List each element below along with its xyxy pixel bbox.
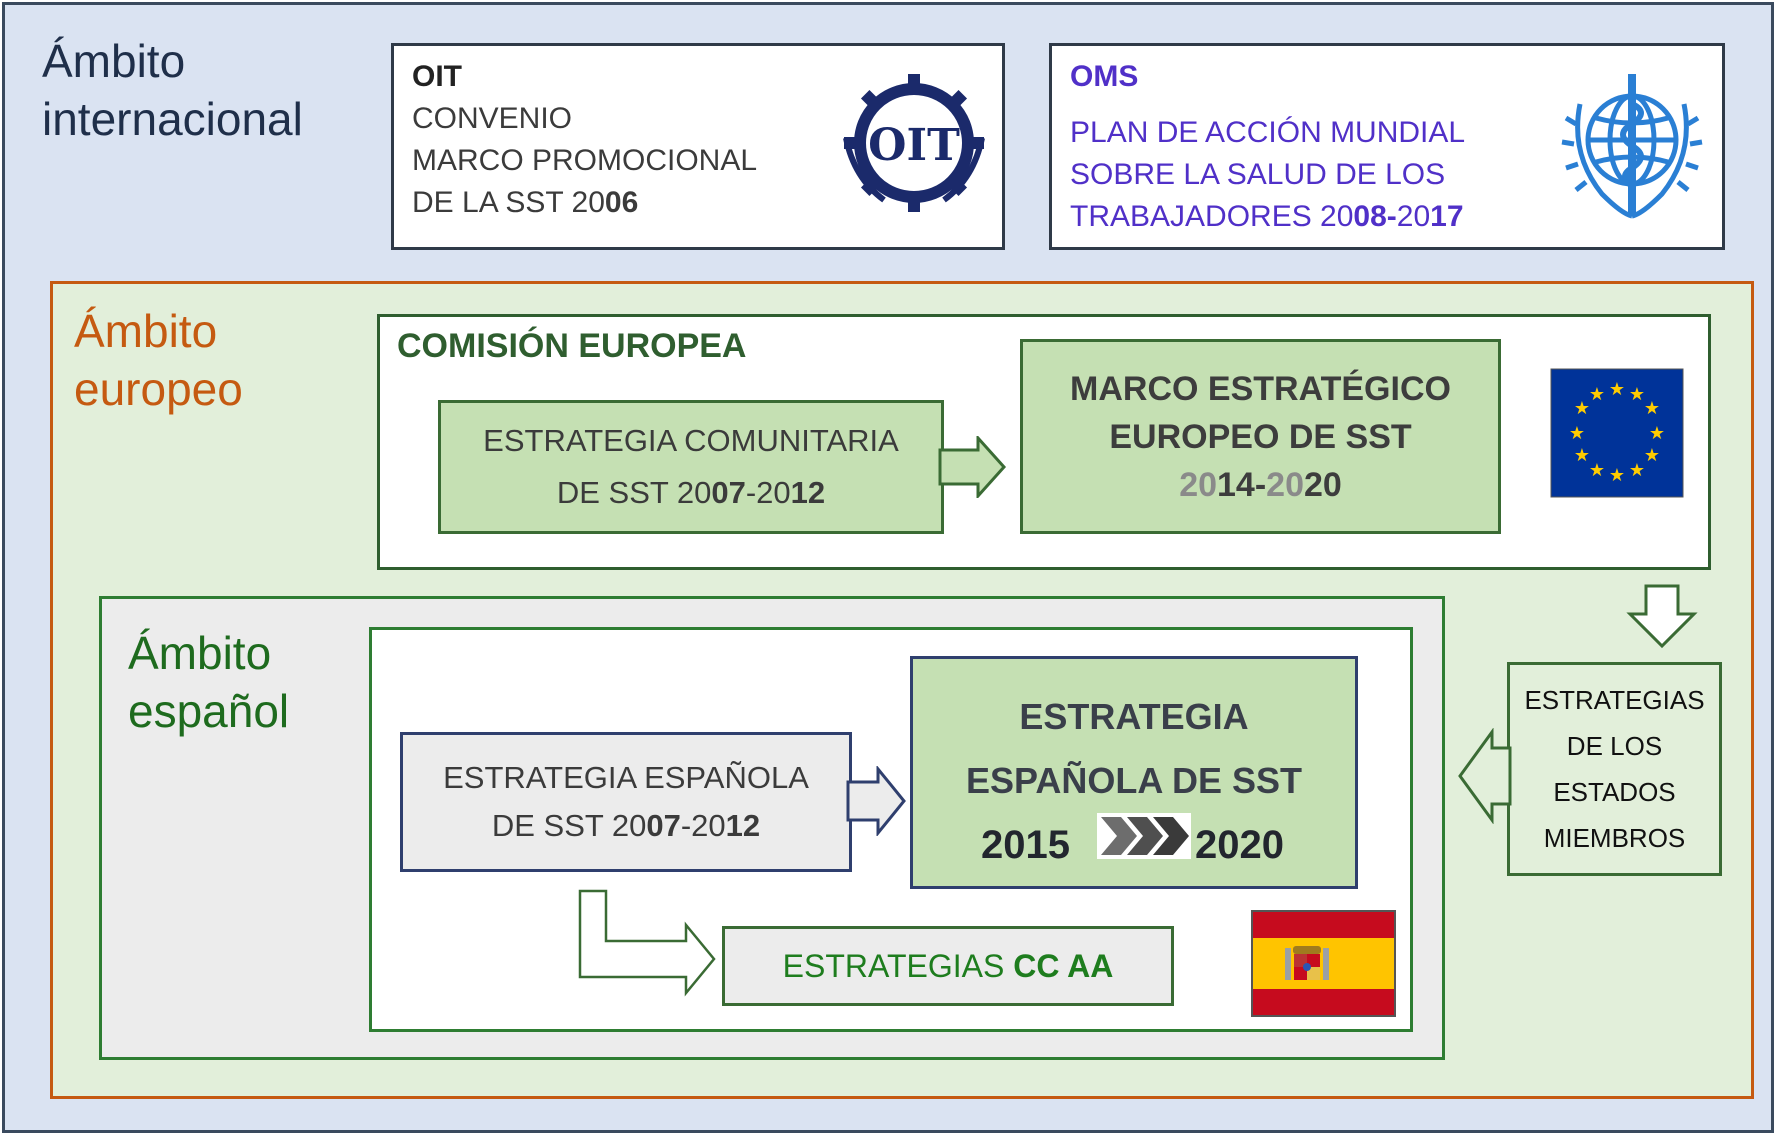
svg-text:★: ★ bbox=[1629, 384, 1645, 405]
regional-prefix: ESTRATEGIAS bbox=[782, 948, 1014, 984]
european-title-line1: Ámbito bbox=[74, 305, 218, 357]
regional-strategies-box: ESTRATEGIAS CC AA bbox=[722, 926, 1174, 1006]
so-l2d: 12 bbox=[725, 808, 761, 843]
oms-line3: TRABAJADORES 2008-2017 bbox=[1070, 196, 1704, 238]
ms-line4: MIEMBROS bbox=[1543, 823, 1686, 853]
sn-year-start: 2015 bbox=[981, 823, 1070, 867]
sn-year-end: 2020 bbox=[1195, 823, 1284, 867]
framework-line2: EUROPEO DE SST bbox=[1109, 417, 1412, 456]
spanish-strategy-new-box: ESTRATEGIA ESPAÑOLA DE SST 2015 2020 bbox=[910, 656, 1358, 889]
oms-line3-a: TRABAJADORES 20 bbox=[1070, 200, 1354, 233]
sn-line1: ESTRATEGIA bbox=[1019, 696, 1249, 737]
strategy-community-box: ESTRATEGIA COMUNITARIA DE SST 2007-2012 bbox=[438, 400, 944, 534]
fw-l3a: 20 bbox=[1179, 465, 1218, 504]
svg-text:★: ★ bbox=[1589, 384, 1605, 405]
international-title-line2: internacional bbox=[42, 93, 303, 145]
svg-text:★: ★ bbox=[1589, 460, 1605, 481]
fw-l3c: 20 bbox=[1266, 465, 1304, 504]
framework-box: MARCO ESTRATÉGICO EUROPEO DE SST 2014-20… bbox=[1020, 339, 1501, 534]
chevrons-icon bbox=[1097, 813, 1191, 859]
oit-line3-prefix: DE LA SST 20 bbox=[412, 186, 605, 219]
fw-l3d: 20 bbox=[1303, 465, 1342, 504]
oit-logo: OIT bbox=[834, 68, 994, 218]
framework-line3: 2014-2020 bbox=[1070, 461, 1451, 509]
oit-line3: DE LA SST 2006 bbox=[412, 182, 984, 224]
svg-text:★: ★ bbox=[1609, 379, 1625, 400]
strategy-community-text: ESTRATEGIA COMUNITARIA DE SST 2007-2012 bbox=[483, 415, 899, 519]
spanish-strategy-old-text: ESTRATEGIA ESPAÑOLA DE SST 2007-2012 bbox=[443, 754, 809, 850]
oit-text: OIT CONVENIO MARCO PROMOCIONAL DE LA SST… bbox=[394, 46, 1002, 234]
svg-text:★: ★ bbox=[1609, 465, 1625, 486]
international-title: Ámbito internacional bbox=[42, 32, 303, 148]
sc-l2a: DE SST 20 bbox=[556, 475, 712, 510]
so-line2: DE SST 2007-2012 bbox=[443, 802, 809, 850]
so-l2c: -20 bbox=[680, 808, 726, 843]
ms-line1: ESTRATEGIAS bbox=[1524, 685, 1705, 715]
arrow-down-to-member-states bbox=[1626, 584, 1698, 650]
member-states-text: ESTRATEGIAS DE LOS ESTADOS MIEMBROS bbox=[1524, 677, 1704, 861]
svg-text:★: ★ bbox=[1644, 398, 1660, 419]
svg-text:★: ★ bbox=[1644, 445, 1660, 466]
oit-logo-text: OIT bbox=[868, 120, 960, 171]
svg-text:★: ★ bbox=[1569, 423, 1585, 444]
european-title: Ámbito europeo bbox=[74, 302, 243, 418]
svg-text:★: ★ bbox=[1574, 445, 1590, 466]
ms-line3: ESTADOS bbox=[1553, 777, 1676, 807]
framework-text: MARCO ESTRATÉGICO EUROPEO DE SST 2014-20… bbox=[1070, 365, 1451, 509]
oms-line2: SOBRE LA SALUD DE LOS bbox=[1070, 158, 1446, 191]
sc-l2d: 12 bbox=[790, 475, 826, 510]
who-logo bbox=[1552, 64, 1712, 224]
spanish-title-line2: español bbox=[128, 685, 290, 737]
sc-l2b: 07 bbox=[711, 475, 746, 510]
ms-line2: DE LOS bbox=[1566, 731, 1663, 761]
international-title-line1: Ámbito bbox=[42, 35, 186, 87]
oms-line3-c: 20 bbox=[1396, 200, 1431, 233]
arrow-old-to-regional bbox=[578, 889, 718, 1003]
member-states-box: ESTRATEGIAS DE LOS ESTADOS MIEMBROS bbox=[1507, 662, 1722, 876]
oms-line1: PLAN DE ACCIÓN MUNDIAL bbox=[1070, 116, 1466, 149]
svg-text:★: ★ bbox=[1574, 398, 1590, 419]
arrow-community-to-framework bbox=[938, 436, 1008, 498]
spanish-title-line1: Ámbito bbox=[128, 627, 272, 679]
oms-text: OMS PLAN DE ACCIÓN MUNDIAL SOBRE LA SALU… bbox=[1052, 46, 1722, 248]
regional-strategies-text: ESTRATEGIAS CC AA bbox=[783, 946, 1114, 986]
so-line1: ESTRATEGIA ESPAÑOLA bbox=[443, 760, 809, 795]
oit-heading: OIT bbox=[412, 60, 462, 93]
so-l2a: DE SST 20 bbox=[491, 808, 647, 843]
sc-l2c: -20 bbox=[745, 475, 791, 510]
framework-line1: MARCO ESTRATÉGICO bbox=[1070, 369, 1451, 408]
spanish-strategy-old-box: ESTRATEGIA ESPAÑOLA DE SST 2007-2012 bbox=[400, 732, 852, 872]
svg-text:★: ★ bbox=[1629, 460, 1645, 481]
oit-line2: MARCO PROMOCIONAL bbox=[412, 144, 758, 177]
sn-line2: ESPAÑOLA DE SST bbox=[965, 760, 1303, 801]
oit-line3-year: 06 bbox=[604, 186, 639, 219]
regional-bold: CC AA bbox=[1013, 948, 1114, 984]
oms-heading: OMS bbox=[1070, 60, 1139, 93]
arrow-old-to-new-strategy bbox=[846, 766, 908, 836]
oms-box: OMS PLAN DE ACCIÓN MUNDIAL SOBRE LA SALU… bbox=[1049, 43, 1725, 250]
svg-text:★: ★ bbox=[1649, 423, 1665, 444]
oms-line3-d: 17 bbox=[1430, 200, 1464, 233]
commission-heading: COMISIÓN EUROPEA bbox=[397, 327, 747, 365]
oit-line1: CONVENIO bbox=[412, 102, 573, 135]
spanish-strategy-new-text: ESTRATEGIA ESPAÑOLA DE SST bbox=[913, 685, 1355, 813]
european-title-line2: europeo bbox=[74, 363, 243, 415]
strategy-community-line1: ESTRATEGIA COMUNITARIA bbox=[483, 423, 899, 458]
arrow-member-states-to-spain bbox=[1456, 728, 1512, 824]
eu-flag-icon: ★ ★ ★ ★ ★ ★ ★ ★ ★ ★ ★ ★ bbox=[1550, 368, 1684, 498]
fw-l3b: 14- bbox=[1217, 465, 1267, 504]
so-l2b: 07 bbox=[646, 808, 681, 843]
spanish-title: Ámbito español bbox=[128, 624, 289, 740]
oms-line3-b: 08- bbox=[1353, 200, 1397, 233]
spain-flag-icon bbox=[1251, 910, 1396, 1017]
oit-box: OIT CONVENIO MARCO PROMOCIONAL DE LA SST… bbox=[391, 43, 1005, 250]
strategy-community-line2: DE SST 2007-2012 bbox=[483, 467, 899, 519]
